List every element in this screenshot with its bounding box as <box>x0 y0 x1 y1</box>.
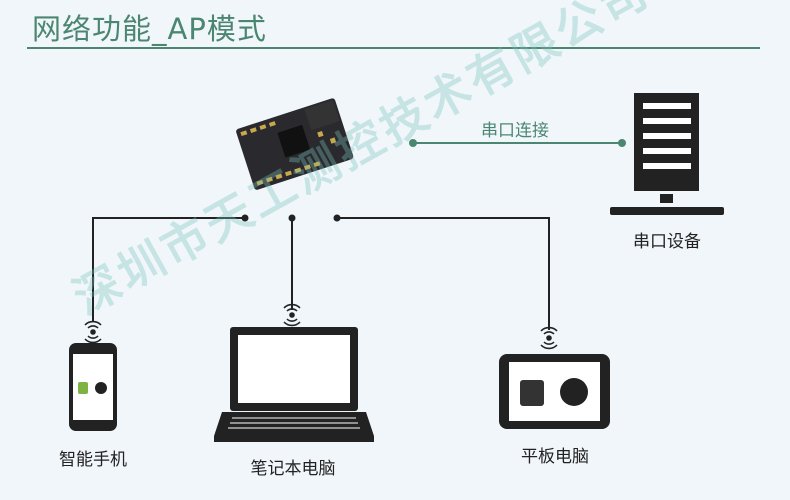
laptop-icon <box>214 327 374 442</box>
tablet-label: 平板电脑 <box>521 447 589 467</box>
tablet-icon <box>499 354 610 429</box>
wifi-module-image <box>236 98 354 190</box>
connection-lines <box>92 217 550 330</box>
title-underline <box>27 47 760 49</box>
phone-label: 智能手机 <box>59 450 127 470</box>
smartphone-icon <box>69 343 117 431</box>
serial-link-line <box>409 139 626 147</box>
serial-device-label: 串口设备 <box>633 232 701 252</box>
laptop-label: 笔记本电脑 <box>250 459 336 479</box>
page-title: 网络功能_AP模式 <box>32 12 267 46</box>
serial-link-label: 串口连接 <box>481 121 549 141</box>
connection-dots <box>241 214 341 222</box>
wifi-icon <box>84 303 558 350</box>
server-icon <box>610 93 724 215</box>
